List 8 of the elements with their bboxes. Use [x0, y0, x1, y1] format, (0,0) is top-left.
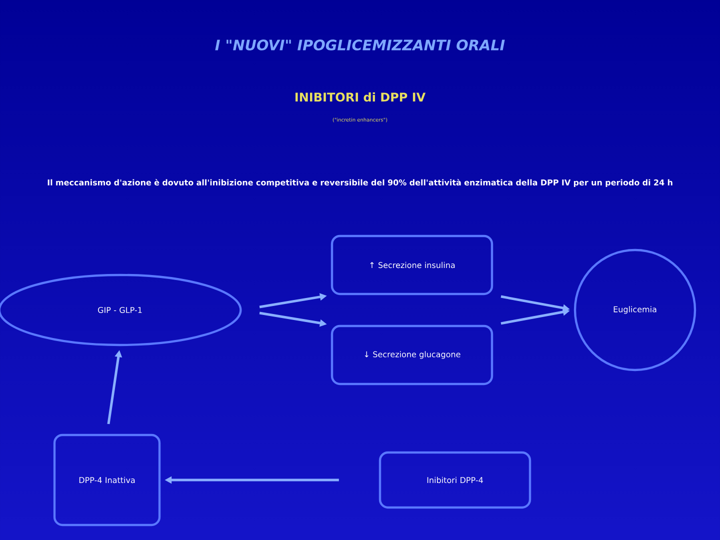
title: I "NUOVI" IPOGLICEMIZZANTI ORALI — [215, 40, 505, 50]
process-box: ↓ Secrezione glucagone — [330, 324, 494, 386]
description-text: Il meccanismo d'azione è dovuto all'inibizione competitiva e reversibile del 90% dell'attività enzimatica della DPP IV per un periodo di 24 h — [48, 178, 672, 188]
process-box: DPP-4 Inattiva — [53, 434, 161, 526]
subtitle: INIBITORI di DPP IV — [296, 92, 426, 102]
process-box: Inibitori DPP-4 — [378, 451, 532, 509]
process-box: ↑ Secrezione insulina — [330, 234, 494, 296]
circle-node: Euglicemia — [574, 248, 696, 372]
